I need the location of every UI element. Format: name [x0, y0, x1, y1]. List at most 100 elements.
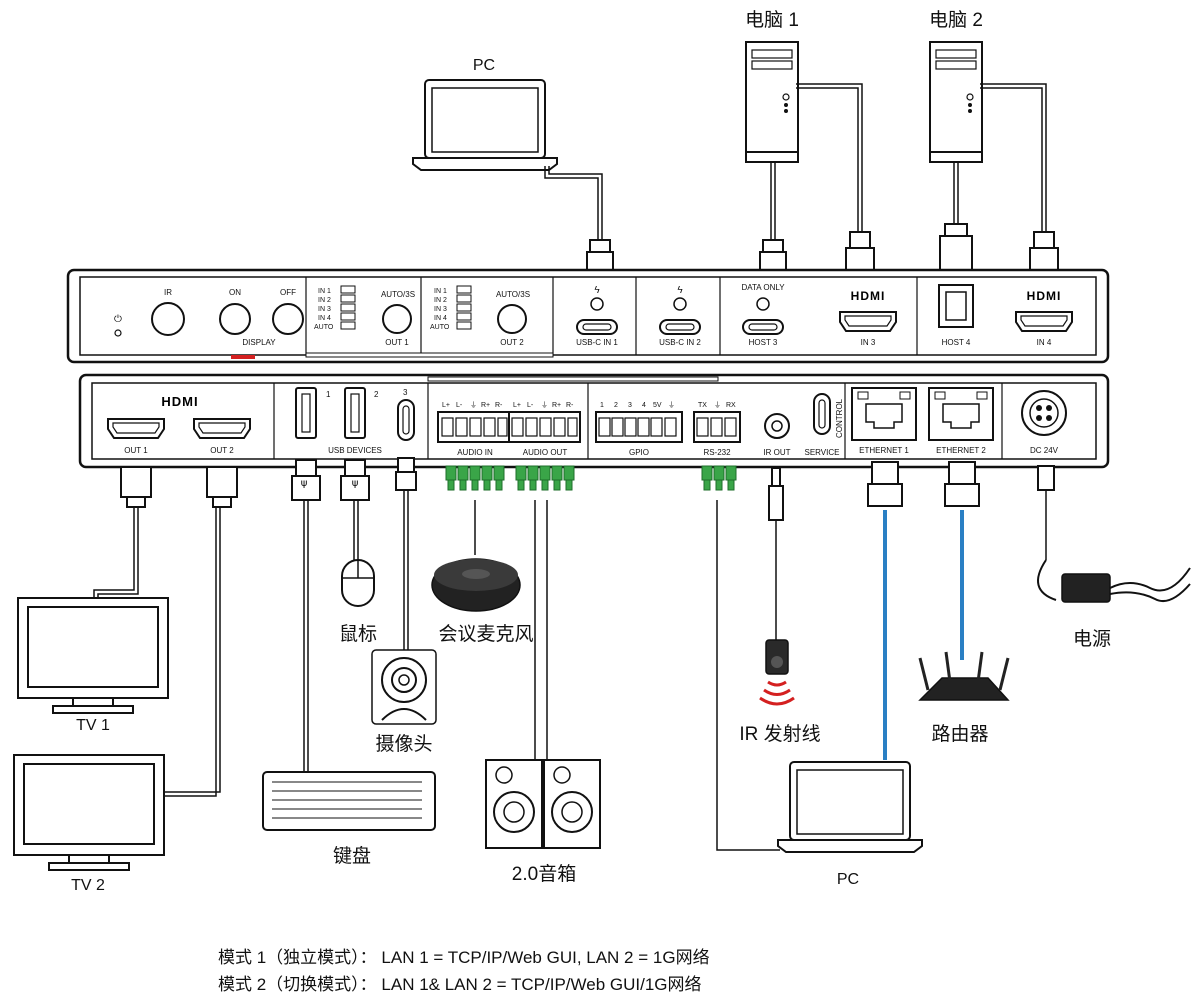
svg-text:IN 4: IN 4 — [318, 315, 331, 322]
out-hdmi-logo: HDMI — [161, 394, 198, 409]
keyboard-label: 键盘 — [333, 845, 371, 867]
conference-mic: 会议麦克风 — [431, 558, 534, 645]
usbc2-power-icon: ϟ — [677, 285, 683, 296]
svg-text:L-: L- — [456, 402, 463, 409]
svg-text:3: 3 — [403, 388, 408, 397]
svg-text:⏚: ⏚ — [668, 401, 675, 409]
audio-terminal: L+ L- ⏚ R+ R- L+ L- ⏚ R+ R- AUDIO IN AUD… — [437, 401, 581, 457]
host3-port[interactable] — [742, 319, 784, 335]
svg-text:⏚: ⏚ — [714, 401, 721, 409]
router-label: 路由器 — [931, 723, 988, 745]
on-label: ON — [229, 288, 241, 297]
svg-text:2: 2 — [374, 390, 379, 399]
control-label: CONTROL — [835, 398, 844, 438]
power-led — [114, 329, 122, 337]
camera: 摄像头 — [371, 649, 437, 755]
dc24v-label: DC 24V — [1030, 446, 1059, 455]
svg-text:L-: L- — [527, 402, 534, 409]
svg-text:1: 1 — [600, 402, 604, 409]
out2-select-button[interactable] — [497, 304, 527, 334]
svg-text:2: 2 — [614, 402, 618, 409]
usbc-in2-label: USB-C IN 2 — [659, 338, 701, 347]
out1-select-button[interactable] — [382, 304, 412, 334]
tv-2: TV 2 — [13, 754, 165, 894]
in3-label: IN 3 — [861, 338, 876, 347]
bottom-plugs — [120, 457, 1055, 521]
usbc-in1-label: USB-C IN 1 — [576, 338, 618, 347]
usb-symbol-icon: ψ — [352, 478, 359, 489]
usbc-in1-port[interactable] — [576, 319, 618, 335]
bottom-cables — [93, 490, 1047, 851]
svg-text:4: 4 — [642, 402, 646, 409]
service-port[interactable] — [813, 393, 831, 435]
usbc1-power-icon: ϟ — [594, 285, 600, 296]
usbc2-led — [673, 297, 687, 311]
svg-text:IN 2: IN 2 — [434, 297, 447, 304]
svg-text:TX: TX — [698, 402, 707, 409]
camera-label: 摄像头 — [375, 733, 432, 755]
host4-label: HOST 4 — [942, 338, 971, 347]
usb-symbol-icon: ψ — [301, 478, 308, 489]
hdmi-out1-port[interactable] — [107, 418, 165, 439]
gpio-terminal: 1 2 3 4 5V ⏚ GPIO — [595, 401, 683, 457]
ir-out-label: IR OUT — [763, 448, 790, 457]
rs232-terminal: TX ⏚ RX RS-232 — [693, 401, 741, 457]
computer-1: 电脑 1 — [745, 9, 799, 163]
bottom-panel: HDMI OUT 1 OUT 2 1 2 3 USB DEVICES L+ L-… — [78, 373, 1110, 469]
ir-emitter-label: IR 发射线 — [739, 723, 820, 745]
svg-text:IN 1: IN 1 — [434, 288, 447, 295]
gpio-label: GPIO — [629, 448, 649, 457]
mouse: 鼠标 — [339, 559, 377, 645]
svg-text:AUTO: AUTO — [430, 324, 450, 331]
svg-text:R+: R+ — [481, 402, 490, 409]
speakers: 2.0音箱 — [485, 759, 601, 885]
out2-label: OUT 2 — [500, 338, 524, 347]
usbc1-led — [590, 297, 604, 311]
usb-device3-port[interactable] — [397, 399, 415, 441]
power-adapter: 电源 — [1037, 559, 1191, 650]
display-on-button[interactable] — [219, 303, 251, 335]
svg-text:⏚: ⏚ — [541, 401, 548, 409]
out2-auto-label: AUTO/3S — [496, 290, 530, 299]
svg-text:IN 3: IN 3 — [318, 306, 331, 313]
top-panel: ⏻ IR ON OFF DISPLAY IN 1 IN 2 IN 3 IN 4 … — [66, 268, 1110, 364]
speakers-label: 2.0音箱 — [512, 863, 576, 885]
computer-1-label: 电脑 1 — [745, 9, 799, 31]
pc-bottom: PC — [777, 761, 923, 888]
in4-label: IN 4 — [1037, 338, 1052, 347]
tv-1: TV 1 — [17, 597, 169, 734]
svg-text:IN 1: IN 1 — [318, 288, 331, 295]
usbc-in2-port[interactable] — [659, 319, 701, 335]
top-cables — [544, 83, 1047, 240]
in4-hdmi-logo: HDMI — [1027, 289, 1062, 303]
display-off-button[interactable] — [272, 303, 304, 335]
ir-emitter: IR 发射线 — [739, 639, 821, 745]
router: 路由器 — [918, 651, 1010, 745]
audio-in-plug — [445, 465, 505, 491]
mouse-label: 鼠标 — [339, 623, 377, 645]
out2-input-leds: IN 1 IN 2 IN 3 IN 4 AUTO — [430, 285, 472, 331]
out1-label: OUT 1 — [385, 338, 409, 347]
svg-text:AUTO: AUTO — [314, 324, 334, 331]
computer-2-label: 电脑 2 — [929, 9, 983, 31]
display-label: DISPLAY — [242, 338, 276, 347]
pc-top-label: PC — [473, 57, 495, 74]
out1-auto-label: AUTO/3S — [381, 290, 415, 299]
audio-in-label: AUDIO IN — [457, 448, 493, 457]
pc-top: PC — [412, 57, 558, 171]
keyboard: 键盘 — [262, 771, 436, 867]
rs232-plug — [701, 465, 737, 491]
mode-note-1: 模式 1（独立模式）： LAN 1 = TCP/IP/Web GUI, LAN … — [218, 948, 710, 967]
hdmi-in4-port[interactable] — [1015, 311, 1073, 332]
mode-notes: 模式 1（独立模式）： LAN 1 = TCP/IP/Web GUI, LAN … — [218, 944, 710, 998]
hdmi-out2-port[interactable] — [193, 418, 251, 439]
display-accent-bar — [231, 355, 255, 359]
network-cables — [883, 510, 964, 760]
usb-devices-label: USB DEVICES — [328, 446, 382, 455]
host3-label: HOST 3 — [749, 338, 778, 347]
hdmi-out2-label: OUT 2 — [210, 446, 234, 455]
rs232-label: RS-232 — [703, 448, 731, 457]
service-label: SERVICE — [805, 448, 840, 457]
hdmi-in3-port[interactable] — [839, 311, 897, 332]
